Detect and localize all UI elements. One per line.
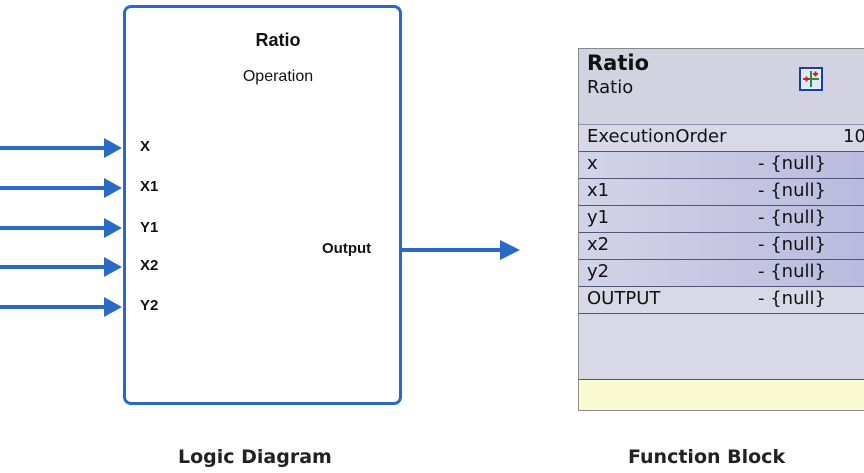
param-label: x1: [587, 180, 610, 201]
execution-order-row[interactable]: ExecutionOrder 10: [579, 125, 864, 152]
param-label: y2: [587, 261, 610, 282]
function-block-footer: [579, 379, 864, 410]
input-wire-x2: [0, 257, 122, 277]
param-row-output[interactable]: OUTPUT - {null}: [579, 287, 864, 314]
param-value: - {null}: [758, 288, 826, 309]
output-wire: [402, 240, 520, 260]
param-label: y1: [587, 207, 610, 228]
param-row-y1[interactable]: y1 - {null}: [579, 206, 864, 233]
function-block-name: Ratio: [587, 51, 650, 75]
logic-diagram-caption: Logic Diagram: [178, 446, 332, 468]
param-value: - {null}: [758, 234, 826, 255]
param-value: - {null}: [758, 180, 826, 201]
function-block-caption: Function Block: [628, 446, 786, 468]
function-block-header[interactable]: Ratio Ratio: [579, 49, 864, 125]
input-wire-x1: [0, 178, 122, 198]
logic-block-subtitle: Operation: [242, 68, 314, 85]
input-wire-y2: [0, 297, 122, 317]
logic-block[interactable]: [123, 5, 402, 405]
input-wire-x: [0, 138, 122, 158]
param-value: - {null}: [758, 261, 826, 282]
output-pin-label: Output: [322, 240, 372, 257]
param-row-x1[interactable]: x1 - {null}: [579, 179, 864, 206]
param-value: - {null}: [758, 207, 826, 228]
input-wire-y1: [0, 218, 122, 238]
function-block-type: Ratio: [587, 77, 634, 98]
param-label: OUTPUT: [587, 288, 661, 309]
param-value: - {null}: [758, 153, 826, 174]
input-pin-y2-label: Y2: [140, 297, 159, 314]
param-row-y2[interactable]: y2 - {null}: [579, 260, 864, 287]
ratio-block-icon: [799, 67, 823, 91]
function-block[interactable]: Ratio Ratio ExecutionOrder 10 x - {null}…: [578, 48, 864, 411]
logic-block-title: Ratio: [255, 30, 301, 50]
param-row-x2[interactable]: x2 - {null}: [579, 233, 864, 260]
param-label: x: [587, 153, 598, 174]
input-pin-x1-label: X1: [140, 178, 159, 195]
input-pin-y1-label: Y1: [140, 219, 159, 236]
input-pin-x2-label: X2: [140, 257, 159, 274]
execution-order-label: ExecutionOrder: [587, 126, 727, 147]
param-label: x2: [587, 234, 610, 255]
param-row-x[interactable]: x - {null}: [579, 152, 864, 179]
execution-order-value: 10: [843, 126, 864, 147]
function-block-spacer: [579, 314, 864, 379]
input-pin-x-label: X: [140, 138, 151, 155]
